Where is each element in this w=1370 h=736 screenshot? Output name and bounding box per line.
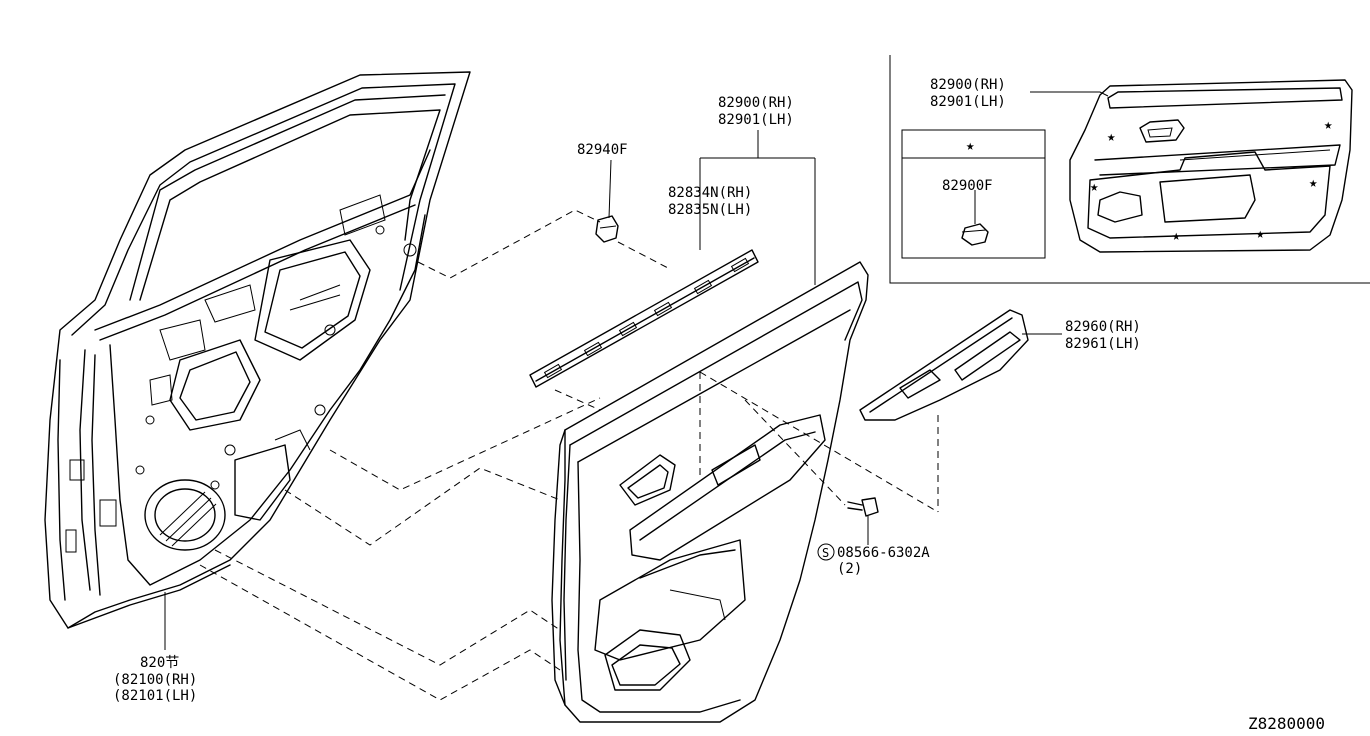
label-clip-82940f: 82940F (577, 142, 628, 158)
star-marker: ★ (1090, 179, 1099, 195)
label-screw-qty: (2) (837, 561, 862, 577)
inset-box: ★ ★ ★ ★ ★ ★ (889, 55, 1370, 284)
star-marker: ★ (1172, 228, 1181, 244)
inset-door-panel-illustration (1069, 79, 1353, 253)
door-trim-panel-illustration (551, 261, 869, 723)
star-marker: ★ (1324, 117, 1333, 133)
label-armrest-finisher-rh: 82960(RH) (1065, 319, 1141, 335)
label-door-frame-lh: (82101(LH) (113, 688, 197, 704)
clip-82940f-illustration (595, 159, 619, 243)
label-inset-panel-lh: 82901(LH) (930, 94, 1006, 110)
label-door-panel-lh: 82901(LH) (718, 112, 794, 128)
leader-lines (164, 130, 1062, 650)
screw-symbol-letter: S (822, 546, 829, 560)
label-door-frame: 820节 (140, 655, 179, 671)
star-marker: ★ (1107, 129, 1116, 145)
label-door-panel-rh: 82900(RH) (718, 95, 794, 111)
drawing-number: Z8280000 (1248, 714, 1325, 733)
label-screw-part: 08566-6302A (837, 545, 930, 561)
star-marker: ★ (1309, 175, 1318, 191)
label-door-frame-rh: (82100(RH) (113, 672, 197, 688)
label-weatherstrip-rh: 82834N(RH) (668, 185, 752, 201)
label-weatherstrip-lh: 82835N(LH) (668, 202, 752, 218)
assembly-dashed-lines (199, 209, 939, 701)
label-inset-panel-rh: 82900(RH) (930, 77, 1006, 93)
legend-star-symbol: ★ (966, 138, 975, 154)
door-frame-illustration (44, 71, 471, 629)
screw-illustration (847, 497, 879, 545)
armrest-finisher-illustration (859, 309, 1029, 421)
star-marker: ★ (1256, 226, 1265, 242)
label-inset-clip: 82900F (942, 178, 993, 194)
label-armrest-finisher-lh: 82961(LH) (1065, 336, 1141, 352)
inset-clip-illustration (961, 190, 989, 246)
callout-labels: 82900(RH) 82901(LH) 82940F 82834N(RH) 82… (113, 77, 1325, 733)
inset-clip-location-stars: ★ ★ ★ ★ ★ ★ (1090, 117, 1333, 244)
screw-symbol-circle (817, 543, 835, 561)
weatherstrip-illustration (529, 249, 759, 388)
